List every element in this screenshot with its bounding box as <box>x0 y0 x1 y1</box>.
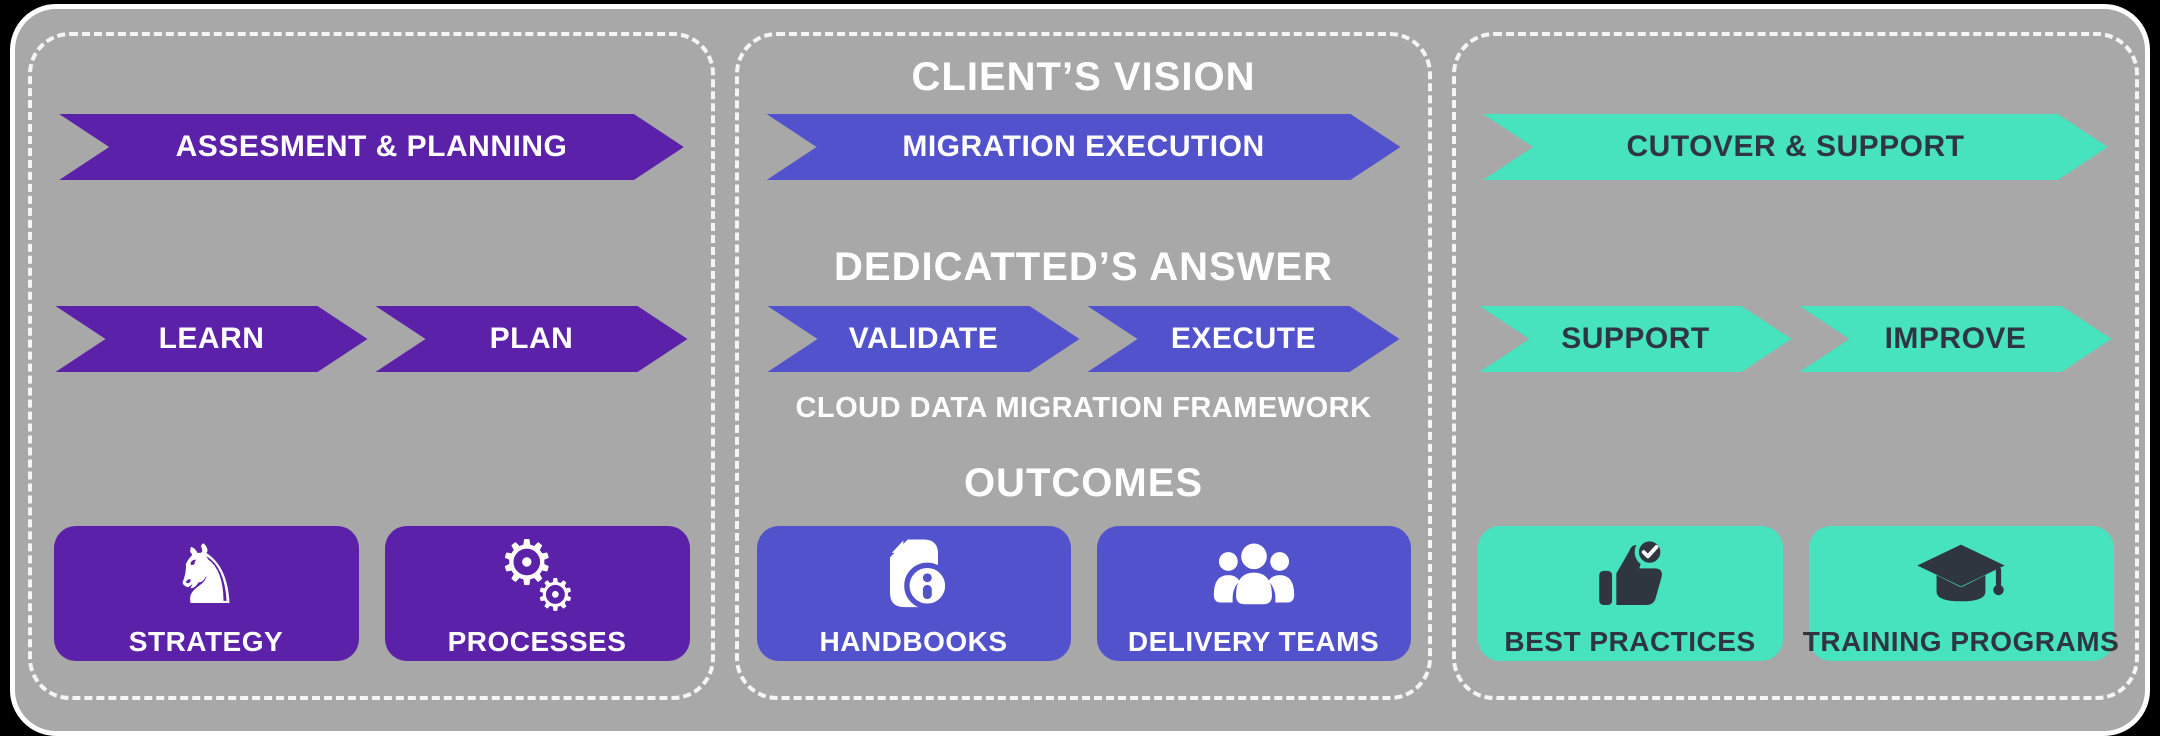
step-arrow-plan: PLAN <box>376 306 688 372</box>
step-arrow-validate: VALIDATE <box>768 306 1080 372</box>
outcome-card-training-programs: TRAINING PROGRAMS <box>1803 526 2119 661</box>
thumbs-up-check-icon <box>1589 534 1671 618</box>
chess-knight-icon: ♞ <box>169 527 243 623</box>
outcome-card-label: HANDBOOKS <box>819 625 1008 657</box>
outcome-card-processes: ⚙ ⚙ PROCESSES <box>384 525 690 661</box>
column-migration-execution: CLIENT’S VISION MIGRATION EXECUTION DEDI… <box>735 32 1432 700</box>
step-arrow-label: LEARN <box>158 322 265 355</box>
step-arrow-label: IMPROVE <box>1884 322 2027 355</box>
outcome-card-label: TRAINING PROGRAMS <box>1802 625 2120 657</box>
outcomes-heading: OUTCOMES <box>963 461 1204 505</box>
graduation-cap-icon <box>1913 534 2009 618</box>
gears-icon: ⚙ ⚙ <box>499 525 575 621</box>
step-arrow-label: SUPPORT <box>1561 322 1710 355</box>
outcome-card-label: STRATEGY <box>128 625 284 657</box>
framework-caption: CLOUD DATA MIGRATION FRAMEWORK <box>795 392 1372 424</box>
step-arrow-improve: IMPROVE <box>1800 306 2112 372</box>
phase-arrow-label: CUTOVER & SUPPORT <box>1626 130 1965 163</box>
step-arrow-label: VALIDATE <box>848 322 999 355</box>
outcome-card-label: BEST PRACTICES <box>1504 625 1756 657</box>
phase-arrow-assessment-planning: ASSESMENT & PLANNING <box>59 114 684 180</box>
phase-arrow-label: MIGRATION EXECUTION <box>902 130 1265 163</box>
step-arrow-execute: EXECUTE <box>1088 306 1400 372</box>
step-arrow-learn: LEARN <box>56 306 368 372</box>
outcome-card-delivery-teams: DELIVERY TEAMS <box>1096 526 1411 661</box>
phase-arrow-label: ASSESMENT & PLANNING <box>175 130 568 163</box>
outcome-card-handbooks: HANDBOOKS <box>756 526 1071 661</box>
phase-arrow-migration-execution: MIGRATION EXECUTION <box>767 114 1401 180</box>
outcome-card-label: DELIVERY TEAMS <box>1127 625 1380 657</box>
step-arrow-label: EXECUTE <box>1170 322 1317 355</box>
document-info-icon <box>874 534 954 618</box>
outcome-card-label: PROCESSES <box>447 625 627 657</box>
step-arrow-label: PLAN <box>489 322 574 355</box>
column-assessment-planning: ASSESMENT & PLANNING LEARN PLAN ♞ STRATE… <box>28 32 715 700</box>
outcome-card-best-practices: BEST PRACTICES <box>1477 526 1783 661</box>
phase-arrow-cutover-support: CUTOVER & SUPPORT <box>1483 114 2108 180</box>
dedicatteds-answer-heading: DEDICATTED’S ANSWER <box>834 245 1333 289</box>
outcome-card-strategy: ♞ STRATEGY <box>53 526 359 661</box>
step-arrow-support: SUPPORT <box>1480 306 1792 372</box>
column-cutover-support: CUTOVER & SUPPORT SUPPORT IMPROVE <box>1452 32 2139 700</box>
framework-panel: ASSESMENT & PLANNING LEARN PLAN ♞ STRATE… <box>10 4 2150 736</box>
clients-vision-heading: CLIENT’S VISION <box>911 55 1256 99</box>
team-icon <box>1207 534 1301 618</box>
